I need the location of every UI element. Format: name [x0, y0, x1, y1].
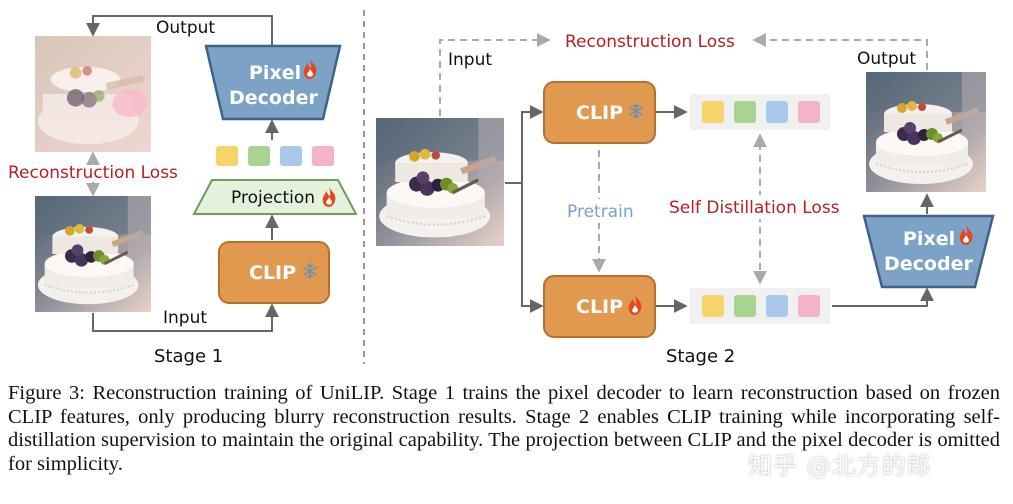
stage1-title: Stage 1 [154, 346, 223, 367]
stage2-recon-arrow-left [439, 33, 551, 116]
stage1-input-label: Input [163, 308, 207, 328]
stage1-token-row [216, 146, 334, 166]
stage2-input-to-clip-top-arrow [521, 105, 544, 183]
stage1-decoder-line2: Decoder [229, 87, 318, 109]
stage2-output-image [866, 72, 986, 192]
stage2-panel: Reconstruction Loss Input Output CLIP Pr… [376, 32, 995, 367]
stage1-token [312, 146, 334, 166]
stage2-clip-bottom-box: CLIP [543, 275, 656, 338]
stage2-input-label: Input [448, 50, 492, 70]
stage1-input-image [35, 196, 151, 312]
stage2-token [766, 295, 788, 317]
stage2-self-distill-label: Self Distillation Loss [669, 198, 840, 218]
stage2-clip-bottom-label: CLIP [576, 296, 623, 318]
stage2-tokens-to-decoder-arrow [832, 287, 934, 307]
figure-diagram: Reconstruction Loss Output Input Pixel D… [8, 10, 995, 367]
stage2-input-to-clip-bottom-arrow [521, 183, 544, 313]
stage2-pixel-decoder: Pixel Decoder [862, 214, 995, 289]
stage2-token [702, 295, 724, 317]
stage2-token-row-top [690, 94, 830, 130]
stage1-input-arrow [92, 303, 279, 332]
stage1-output-label: Output [156, 18, 215, 38]
stage1-projection: Projection [192, 179, 358, 215]
stage2-recon-loss-label: Reconstruction Loss [565, 32, 735, 52]
figure-caption: Figure 3: Reconstruction training of Uni… [8, 382, 1000, 475]
stage1-token [280, 146, 302, 166]
stage2-decoder-line2: Decoder [884, 253, 973, 275]
stage1-recon-loss-label: Reconstruction Loss [8, 163, 178, 183]
stage2-token [798, 101, 820, 123]
stage1-decoder-line1: Pixel [249, 62, 301, 84]
stage1-output-arrow [86, 15, 273, 45]
stage2-output-label: Output [857, 49, 916, 69]
stage2-token [734, 101, 756, 123]
stage2-token [702, 101, 724, 123]
stage1-clip-box: CLIP [218, 241, 330, 304]
stage2-token [798, 295, 820, 317]
stage2-token-row-bottom [690, 288, 830, 324]
stage1-panel: Reconstruction Loss Output Input Pixel D… [8, 15, 358, 367]
stage2-clip-top-label: CLIP [576, 102, 623, 124]
stage2-input-image [376, 118, 504, 246]
stage1-clip-label: CLIP [249, 262, 296, 284]
stage2-token [766, 101, 788, 123]
stage2-token [734, 295, 756, 317]
stage2-decoder-line1: Pixel [903, 228, 955, 250]
stage2-pretrain-label: Pretrain [567, 202, 634, 222]
stage1-output-image [35, 36, 151, 152]
stage1-token [248, 146, 270, 166]
stage2-title: Stage 2 [666, 346, 735, 367]
stage2-clip-top-box: CLIP [543, 81, 656, 144]
stage1-token [216, 146, 238, 166]
stage1-projection-label: Projection [231, 188, 315, 208]
stage2-recon-arrow-right [752, 33, 928, 70]
stage1-pixel-decoder: Pixel Decoder [204, 44, 342, 121]
